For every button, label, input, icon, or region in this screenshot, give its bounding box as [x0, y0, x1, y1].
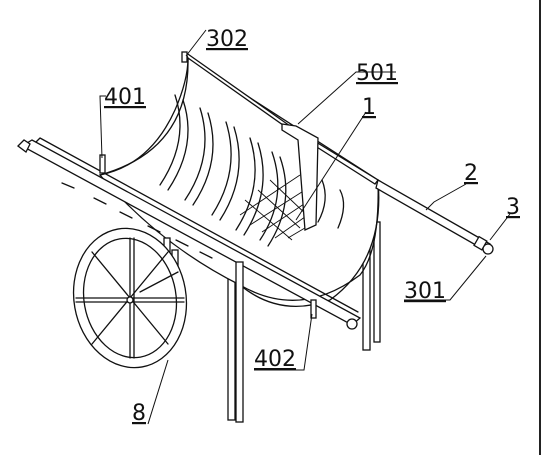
- label-402: 402: [254, 347, 296, 372]
- label-8: 8: [132, 401, 146, 426]
- pegs: [99, 51, 317, 319]
- label-501: 501: [356, 61, 398, 86]
- leader-lines: [99, 29, 511, 425]
- label-301: 301: [404, 279, 446, 304]
- wheel: [72, 227, 188, 369]
- label-302: 302: [206, 27, 248, 52]
- label-2: 2: [464, 161, 478, 186]
- center-divider-panel: [281, 123, 319, 231]
- page-right-border: [539, 0, 541, 455]
- label-1: 1: [362, 95, 376, 120]
- label-3: 3: [506, 195, 520, 220]
- side-slots: [61, 182, 213, 259]
- label-401: 401: [104, 85, 146, 110]
- reference-labels: 302 501 401 1 2 3 301 402 8: [104, 27, 520, 426]
